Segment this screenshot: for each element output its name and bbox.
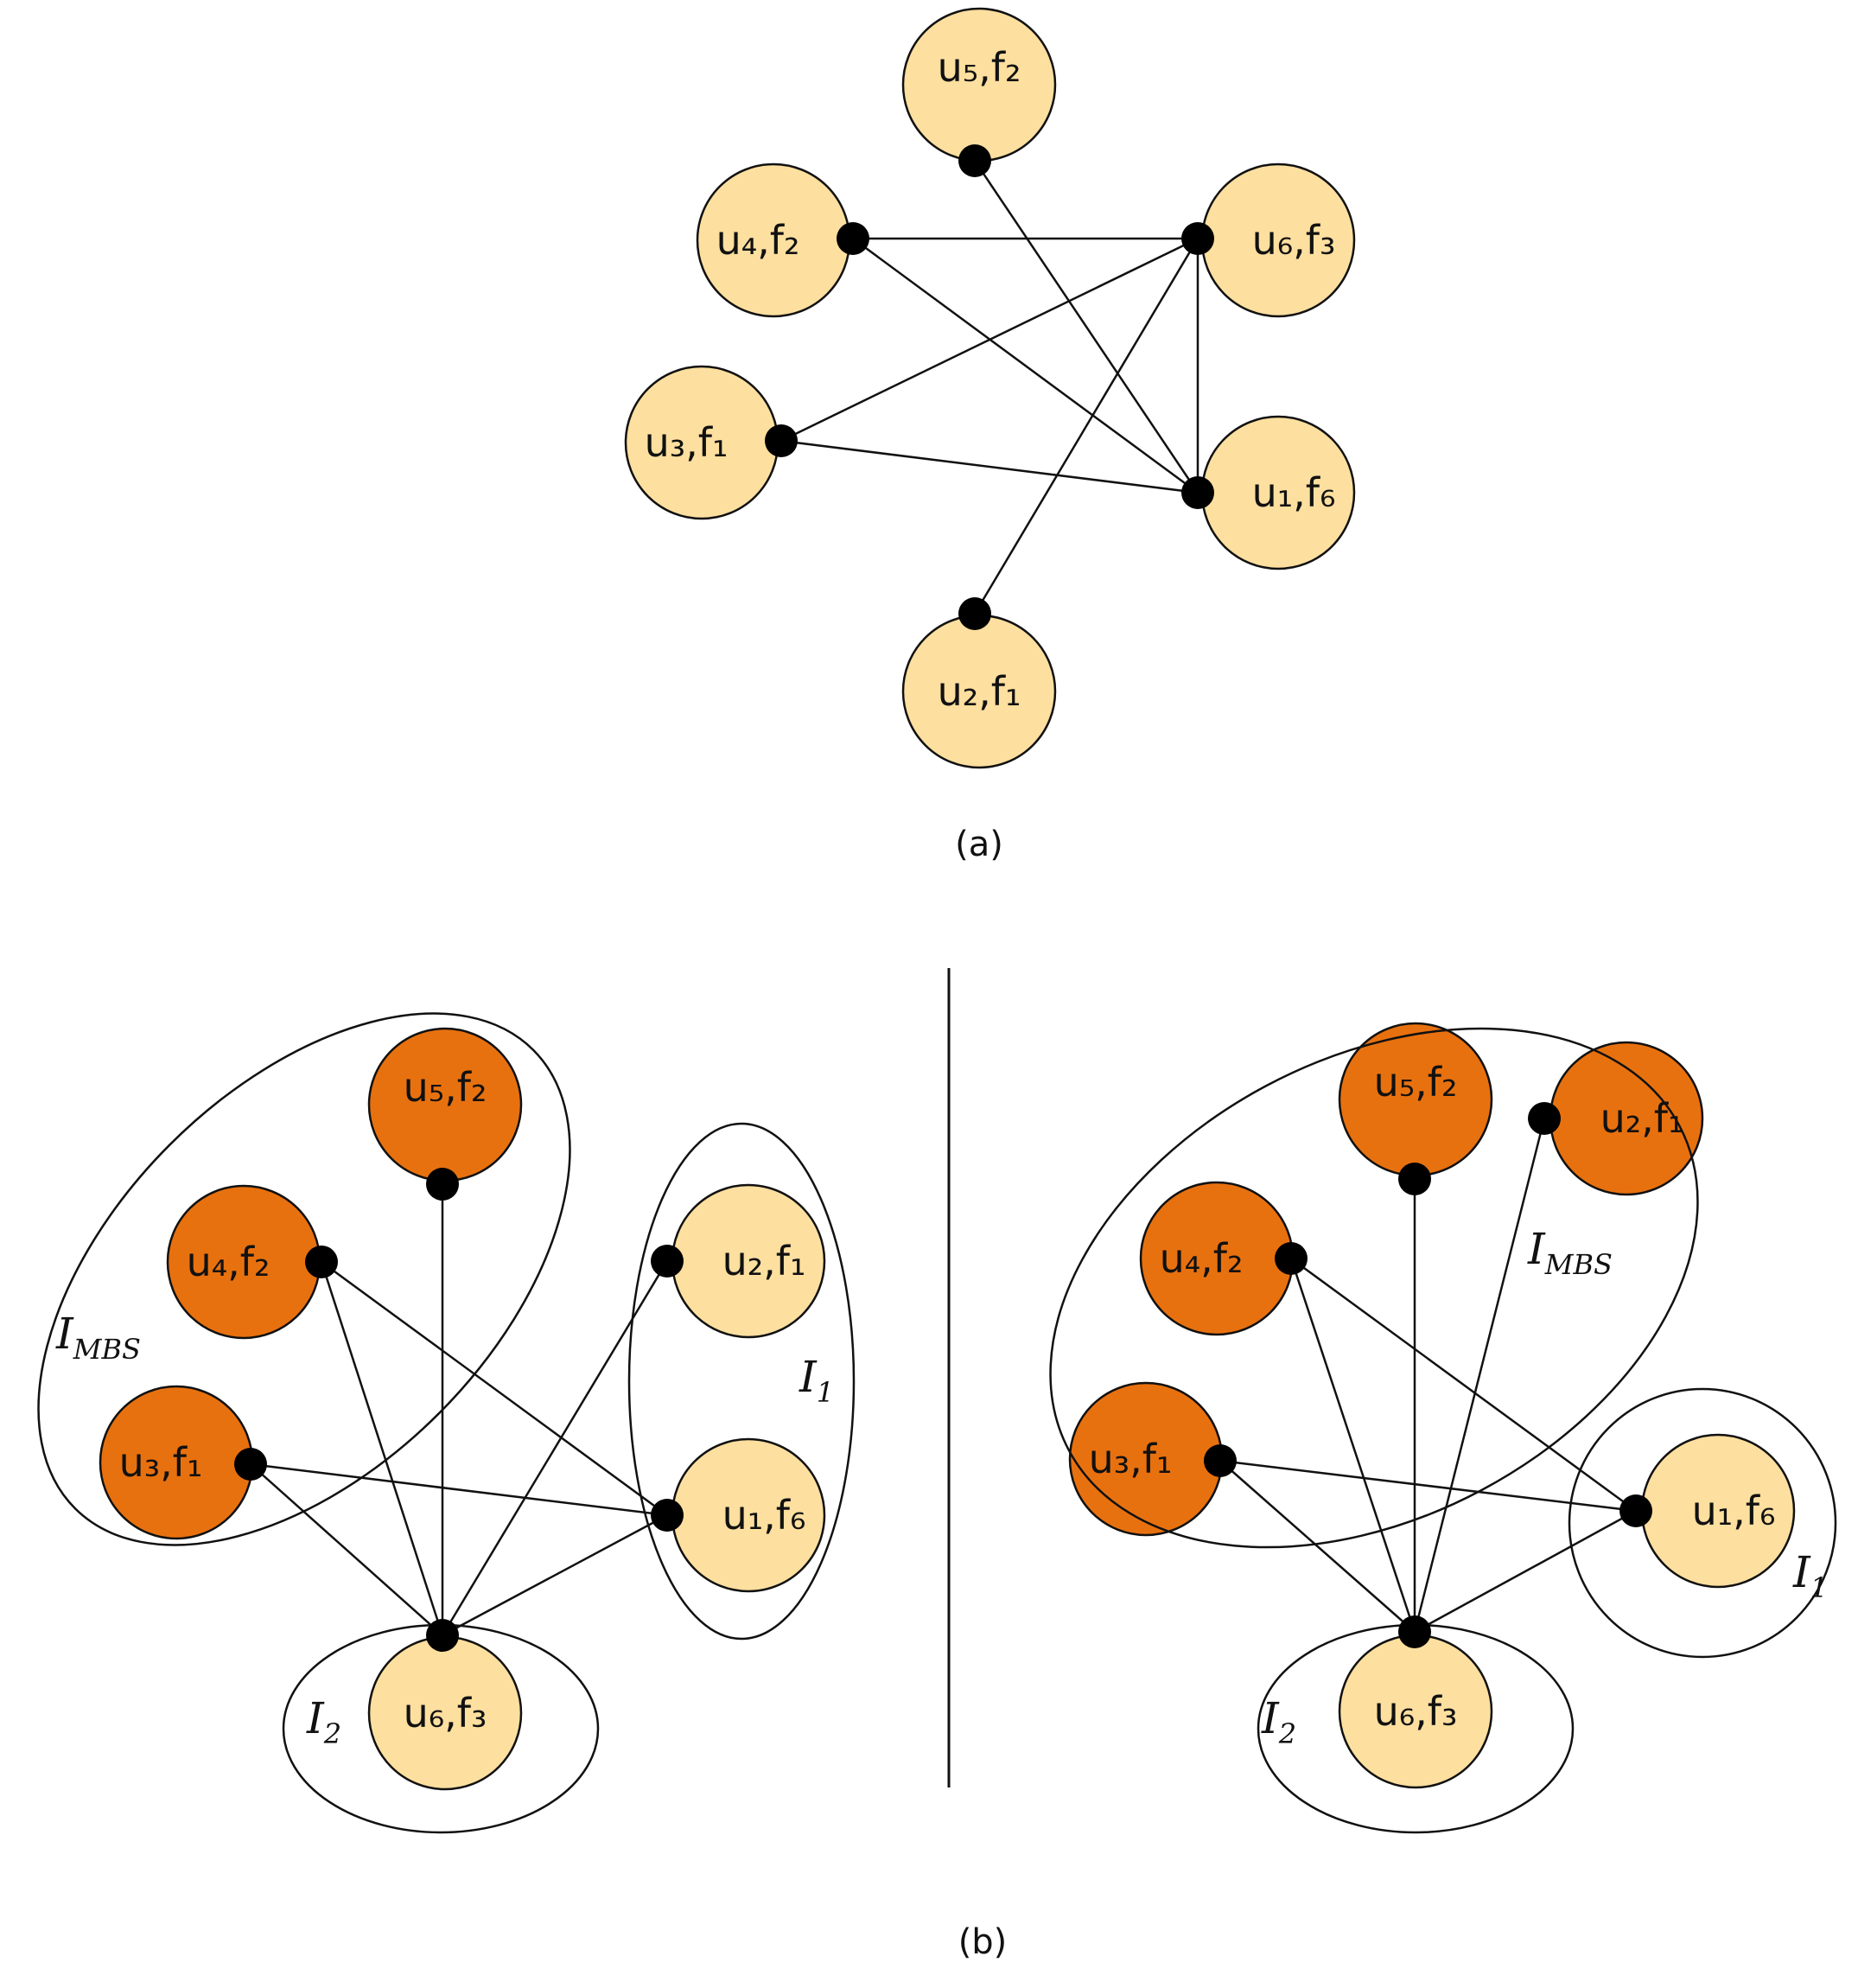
b-left-node-label-u1f6: u₁,f₆ xyxy=(722,1492,806,1539)
a-node-label-u2f1: u₂,f₁ xyxy=(938,668,1021,715)
b-right-set-s1-label: I1 xyxy=(1792,1547,1828,1604)
b-left-node-label-u2f1: u₂,f₁ xyxy=(722,1238,806,1284)
b-right-vertex-dot-u1f6 xyxy=(1619,1494,1652,1527)
b-left-set-s2-label: I2 xyxy=(306,1693,341,1750)
a-node-label-u6f3: u₆,f₃ xyxy=(1252,217,1336,264)
b-right-node-label-u4f2: u₄,f₂ xyxy=(1160,1235,1244,1282)
b-right-edge-u3f1-u1f6 xyxy=(1219,1459,1637,1513)
a-vertex-dot-u5f2 xyxy=(958,144,991,177)
b-right-set-mbs-boundary xyxy=(1049,1027,1699,1549)
caption-a: (a) xyxy=(955,825,1003,864)
b-left-set-mbs-boundary xyxy=(37,1012,571,1546)
b-left-vertex-dot-u5f2 xyxy=(426,1168,459,1201)
b-left-edge-u4f2-u6f3 xyxy=(320,1261,444,1636)
a-node-label-u5f2: u₅,f₂ xyxy=(938,44,1021,91)
b-left-edge-u3f1-u6f3 xyxy=(250,1463,443,1636)
b-left-node-label-u5f2: u₅,f₂ xyxy=(404,1064,487,1111)
b-right-edge-u1f6-u6f3 xyxy=(1414,1509,1637,1634)
b-right-edge-u4f2-u1f6 xyxy=(1290,1257,1637,1513)
b-right-node-label-u1f6: u₁,f₆ xyxy=(1692,1488,1776,1534)
b-right-vertex-dot-u3f1 xyxy=(1204,1444,1237,1477)
a-vertex-dot-u2f1 xyxy=(958,597,991,630)
a-node-label-u3f1: u₃,f₁ xyxy=(645,419,729,466)
b-left-vertex-dot-u3f1 xyxy=(234,1448,267,1481)
b-right-set-mbs-label: IMBS xyxy=(1527,1224,1613,1281)
b-left-node-label-u6f3: u₆,f₃ xyxy=(404,1690,487,1736)
b-left-node-label-u4f2: u₄,f₂ xyxy=(187,1239,270,1285)
a-vertex-dot-u1f6 xyxy=(1181,476,1214,509)
b-right-set-s1-boundary xyxy=(1568,1387,1837,1659)
b-left-vertex-dot-u2f1 xyxy=(651,1245,684,1278)
a-edge-u3f1-u1f6 xyxy=(780,439,1199,494)
b-right-edge-u3f1-u6f3 xyxy=(1219,1460,1416,1633)
b-left-vertex-dot-u6f3 xyxy=(426,1619,459,1652)
a-vertex-dot-u4f2 xyxy=(837,222,869,255)
b-left-edge-u1f6-u6f3 xyxy=(442,1513,668,1637)
b-left-set-s1-boundary xyxy=(627,1122,856,1641)
b-right-edge-u2f1-u6f3 xyxy=(1413,1118,1546,1633)
b-left-vertex-dot-u4f2 xyxy=(305,1246,338,1278)
b-right-set-s2-label: I2 xyxy=(1261,1693,1296,1750)
b-left-set-mbs-label: IMBS xyxy=(55,1309,141,1366)
b-right-edge-u4f2-u6f3 xyxy=(1289,1258,1416,1633)
b-left-edge-u3f1-u1f6 xyxy=(250,1462,668,1517)
a-node-label-u1f6: u₁,f₆ xyxy=(1252,469,1336,516)
a-edge-u4f2-u1f6 xyxy=(852,237,1199,494)
a-vertex-dot-u6f3 xyxy=(1181,222,1214,255)
a-edge-u2f1-u6f3 xyxy=(973,238,1199,615)
b-right-vertex-dot-u4f2 xyxy=(1275,1242,1308,1275)
b-right-node-label-u5f2: u₅,f₂ xyxy=(1374,1059,1458,1106)
a-node-label-u4f2: u₄,f₂ xyxy=(716,217,800,264)
b-right-node-label-u2f1: u₂,f₁ xyxy=(1600,1095,1684,1142)
caption-b: (b) xyxy=(958,1922,1008,1962)
b-right-node-label-u6f3: u₆,f₃ xyxy=(1374,1688,1458,1735)
a-vertex-dot-u3f1 xyxy=(765,424,798,457)
b-right-node-label-u3f1: u₃,f₁ xyxy=(1089,1436,1173,1482)
a-edge-u5f2-u1f6 xyxy=(973,160,1199,494)
b-left-set-s1-label: I1 xyxy=(799,1352,834,1409)
b-right-vertex-dot-u2f1 xyxy=(1528,1102,1561,1135)
panel-a: u₅,f₂ u₄,f₂ u₆,f₃ u₃,f₁ u₁,f₆ u₂,f₁ xyxy=(624,7,1356,769)
a-edge-u3f1-u6f3 xyxy=(780,237,1199,443)
b-left-edge-u4f2-u1f6 xyxy=(321,1260,668,1517)
b-left-vertex-dot-u1f6 xyxy=(651,1499,684,1532)
b-left-node-label-u3f1: u₃,f₁ xyxy=(119,1439,203,1486)
b-right-vertex-dot-u6f3 xyxy=(1398,1615,1431,1648)
b-left-edge-u2f1-u6f3 xyxy=(441,1260,669,1636)
b-right-vertex-dot-u5f2 xyxy=(1398,1163,1431,1195)
